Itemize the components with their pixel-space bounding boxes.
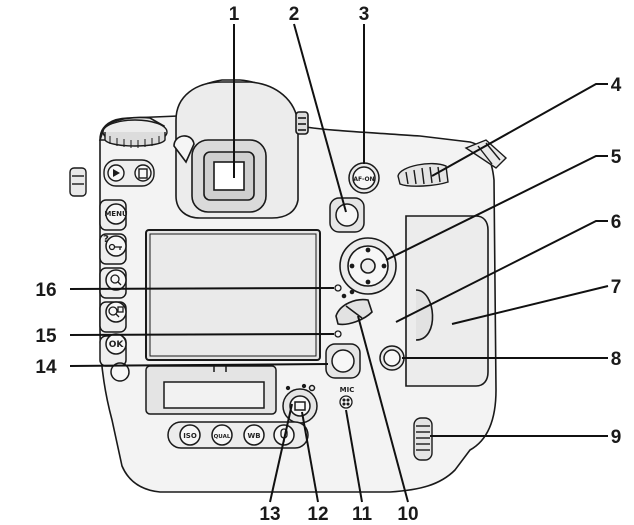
callout-10: 10 bbox=[397, 504, 418, 525]
callout-6: 6 bbox=[611, 212, 622, 233]
bottom-button-strip bbox=[167, 421, 309, 449]
multi-selector[interactable] bbox=[339, 237, 397, 295]
key-icon bbox=[108, 243, 122, 251]
callout-9: 9 bbox=[611, 427, 622, 448]
callout-numbers: 1 2 3 4 5 6 7 8 9 10 11 12 13 14 15 16 bbox=[35, 4, 621, 525]
callout-1: 1 bbox=[229, 4, 240, 25]
viewfinder-housing bbox=[173, 81, 309, 219]
rear-control-panel bbox=[145, 365, 277, 415]
iso-button-label[interactable]: ISO bbox=[183, 432, 197, 440]
help-button-label[interactable]: ? bbox=[103, 234, 109, 245]
ok-button-label[interactable]: OK bbox=[109, 340, 125, 350]
playback-delete-buttons bbox=[103, 159, 155, 187]
sub-command-dial[interactable] bbox=[413, 417, 433, 461]
strap-lug-left bbox=[69, 167, 87, 197]
menu-button-label[interactable]: MENU bbox=[104, 210, 128, 218]
callout-3: 3 bbox=[359, 4, 370, 25]
leader-lines bbox=[69, 23, 609, 503]
callout-11: 11 bbox=[352, 504, 373, 525]
wb-button-label[interactable]: WB bbox=[247, 432, 260, 440]
qual-button-label[interactable]: QUAL bbox=[214, 434, 231, 440]
mic-label: MIC bbox=[340, 386, 355, 394]
sub-selector-top[interactable] bbox=[329, 197, 365, 233]
callout-7: 7 bbox=[611, 277, 622, 298]
card-access-lamp bbox=[334, 284, 342, 292]
callout-8: 8 bbox=[611, 349, 622, 370]
top-left-dial bbox=[102, 119, 168, 148]
callout-15: 15 bbox=[35, 326, 57, 347]
sub-selector-bottom[interactable] bbox=[325, 343, 361, 379]
zoom-out-icon bbox=[108, 306, 124, 318]
callout-5: 5 bbox=[611, 147, 622, 168]
grip-panel bbox=[405, 215, 489, 387]
microphone bbox=[339, 395, 353, 409]
callout-4: 4 bbox=[611, 75, 622, 96]
focus-selector-lock[interactable] bbox=[335, 289, 373, 326]
callout-12: 12 bbox=[307, 504, 328, 525]
zoom-in-icon bbox=[110, 274, 122, 286]
callout-2: 2 bbox=[289, 4, 300, 25]
callout-16: 16 bbox=[35, 280, 56, 301]
lcd-monitor bbox=[145, 229, 321, 361]
callout-14: 14 bbox=[35, 357, 57, 378]
right-side-button[interactable] bbox=[379, 345, 405, 371]
callout-13: 13 bbox=[259, 504, 280, 525]
left-button-column bbox=[99, 199, 130, 382]
ambient-light-sensor bbox=[334, 330, 342, 338]
main-command-dial[interactable] bbox=[397, 162, 449, 187]
af-on-label: AF-ON bbox=[353, 176, 374, 183]
af-on-button[interactable] bbox=[348, 162, 380, 194]
